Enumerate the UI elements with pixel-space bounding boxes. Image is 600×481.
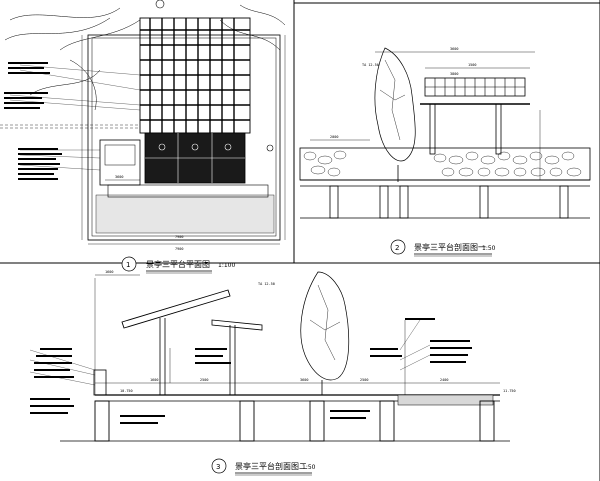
caption-1: 1 景亭三平台平面图 1:100: [121, 256, 235, 274]
drawing-number: 2: [395, 244, 399, 252]
section-1-view: [299, 47, 591, 219]
section-2-dim-c: 3600: [300, 378, 308, 382]
section-1-dim-roof: 1500: [468, 63, 476, 67]
drawing-scale: 1:50: [302, 464, 316, 471]
drawing-scale: 1:50: [482, 245, 496, 252]
section-1-dim-overall: 3600: [450, 47, 458, 51]
drawing-number-circle: [211, 458, 227, 474]
section-2-view: [29, 271, 510, 442]
plan-dim-top: 7900: [175, 235, 183, 239]
plan-dimension-labels: 7900 7900 3600: [115, 175, 183, 251]
drawing-number-circle: [121, 256, 137, 272]
plan-annotation-marks: [4, 62, 62, 180]
section-2-elev-top: TA 12.50: [258, 282, 275, 286]
plan-view: [0, 0, 286, 245]
section-2-dimension-labels: 1600 2500 3600 2500 2400 1600 TA 12.50 1…: [105, 270, 516, 393]
section-2-dim-pergola: 1600: [105, 270, 113, 274]
section-2-dim-b: 2500: [200, 378, 208, 382]
section-1-elev-top: TA 12.50: [362, 63, 379, 67]
drawing-number-circle: [390, 239, 406, 255]
caption-2: 2 景亭三平台剖面图一 1:50: [390, 239, 496, 257]
section-1-dim-mid: 3800: [450, 72, 458, 76]
section-2-dim-a: 1600: [150, 378, 158, 382]
section-2-dim-d: 2500: [360, 378, 368, 382]
section-1-dimension-labels: 3600 1500 3800 2000 TA 12.50: [330, 47, 476, 139]
section-1-dim-left: 2000: [330, 135, 338, 139]
drawing-number: 3: [216, 463, 220, 471]
section-2-elev-ground: 10.750: [120, 389, 133, 393]
section-2-annotation-marks: [30, 318, 472, 424]
drawing-title: 景亭三平台剖面图一: [414, 242, 486, 252]
drawing-title: 景亭三平台剖面图二: [235, 461, 307, 471]
plan-dim-inner: 3600: [115, 175, 123, 179]
caption-3: 3 景亭三平台剖面图二 1:50: [211, 458, 316, 476]
drawing-title: 景亭三平台平面图: [146, 259, 210, 269]
drawing-number: 1: [126, 261, 130, 269]
plan-dim-bottom: 7900: [175, 247, 183, 251]
section-2-dim-e: 2400: [440, 378, 448, 382]
section-2-elev-platform: 11.750: [503, 389, 516, 393]
drawing-scale: 1:100: [218, 262, 235, 269]
